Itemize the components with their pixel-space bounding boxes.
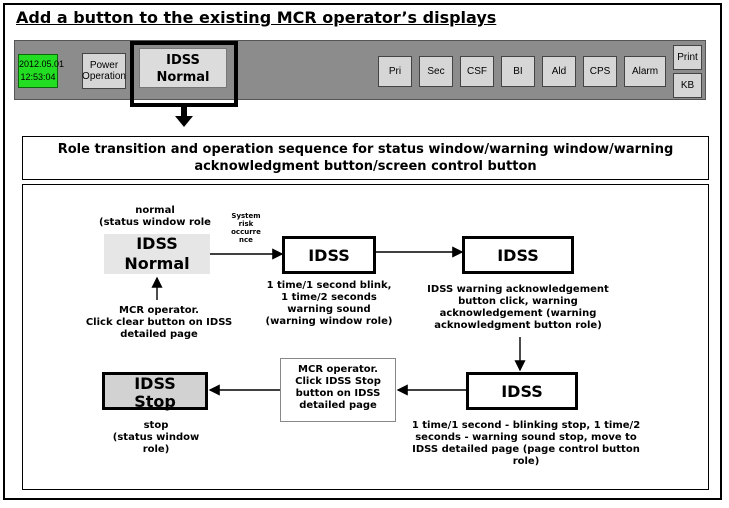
bi-button[interactable]: BI (501, 56, 535, 87)
cps-button[interactable]: CPS (583, 56, 617, 87)
kb-button[interactable]: KB (673, 73, 702, 98)
sec-button[interactable]: Sec (419, 56, 453, 87)
idss-stop-state-line2: Stop (134, 392, 176, 411)
stop-instruction-note: MCR operator. Click IDSS Stop button on … (280, 358, 396, 422)
normal-state-caption: normal (status window role (99, 205, 211, 228)
csf-button[interactable]: CSF (460, 56, 494, 87)
sequence-diagram (22, 184, 709, 490)
clock-display: 2012.05.01 12:53:04 (18, 54, 65, 88)
idss-normal-state-line2: Normal (124, 254, 190, 273)
idss-normal-button[interactable]: IDSS Normal (139, 48, 227, 88)
alarm-button[interactable]: Alarm (624, 56, 666, 87)
new-button-highlight (130, 41, 238, 107)
role-transition-heading: Role transition and operation sequence f… (22, 136, 709, 180)
idss-normal-state-line1: IDSS (136, 234, 178, 253)
print-button[interactable]: Print (673, 45, 702, 70)
clock-date: 2012.05.01 (19, 59, 65, 69)
detail-caption: 1 time/1 second - blinking stop, 1 time/… (411, 420, 641, 467)
power-operation-button[interactable]: Power Operation (82, 53, 126, 89)
blink-caption: 1 time/1 second blink, 1 time/2 seconds … (265, 280, 393, 327)
down-arrow-stem (181, 106, 187, 117)
idss-detail-state: IDSS (466, 372, 578, 410)
idss-stop-state: IDSS Stop (102, 372, 208, 411)
ald-button[interactable]: Ald (542, 56, 576, 87)
clock-time: 12:53:04 (20, 72, 56, 82)
idss-normal-button-line1: IDSS (166, 53, 200, 68)
pri-button[interactable]: Pri (378, 56, 412, 87)
ack-caption: IDSS warning acknowledgement button clic… (427, 284, 609, 331)
system-risk-label: System risk occurre nce (231, 212, 261, 244)
idss-stop-state-line1: IDSS (134, 374, 176, 393)
idss-blink-state: IDSS (282, 236, 376, 274)
down-arrow-head (175, 116, 193, 127)
idss-normal-button-line2: Normal (156, 70, 210, 85)
idss-normal-state: IDSS Normal (104, 234, 210, 274)
page-title: Add a button to the existing MCR operato… (16, 8, 497, 27)
page-frame (3, 3, 722, 500)
idss-ack-state: IDSS (462, 236, 574, 274)
clear-caption: MCR operator. Click clear button on IDSS… (85, 305, 233, 340)
stop-caption: stop (status window role) (112, 420, 200, 455)
